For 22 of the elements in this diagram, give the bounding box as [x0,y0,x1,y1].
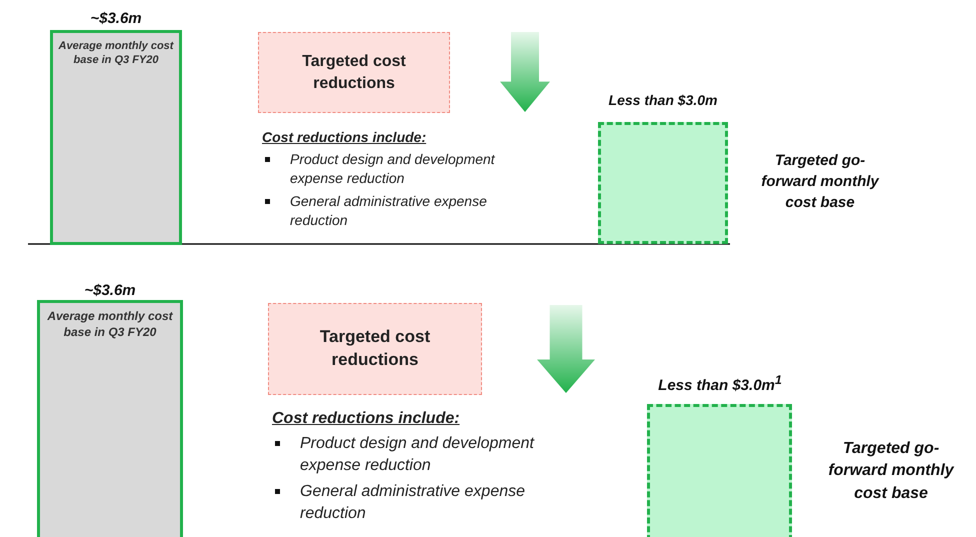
bar-column [37,300,183,537]
list-heading: Cost reductions include: [262,128,428,147]
bullet-item: General administrative expense reduction [272,481,592,524]
bar-column [50,30,182,245]
target-bar [598,122,728,244]
value-label: ~$3.6m [89,9,143,29]
target-bar [647,404,792,537]
bullet-item: Product design and development expense reduction [272,433,592,476]
cost-reduction-box [268,303,482,395]
node-label: Targeted go-forward monthly cost base [760,151,880,213]
box-text: Targeted cost reductions [301,52,407,94]
node-label: Targeted go-forward monthly cost base [827,439,956,504]
list-heading: Cost reductions include: [272,409,461,429]
bullet-item: Product design and development expense reduction [262,150,542,188]
box-text: Average monthly cost base in Q3 FY20 [57,39,175,68]
box-text: Targeted cost reductions [318,326,432,371]
cost-reduction-box [258,32,450,113]
value-label: ~$3.6m [83,281,137,301]
value-label: Less than $3.0m$^{1}$ [657,372,783,396]
bullet-item: General administrative expense reduction [262,192,542,230]
value-label: Less than $3.0m [608,91,718,110]
box-text: Average monthly cost base in Q3 FY20 [46,308,174,340]
